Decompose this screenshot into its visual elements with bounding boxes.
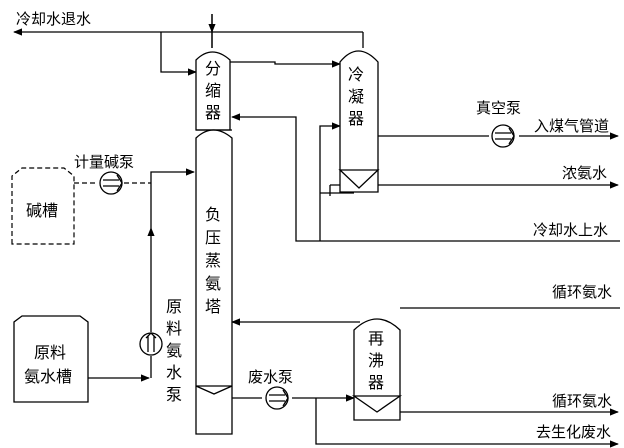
condenser-reflux-line (320, 185, 354, 196)
caustic-tank (11, 167, 75, 245)
cooling-water-return-label: 冷却水退水 (16, 10, 91, 28)
condenser-label-1: 冷 (348, 65, 364, 84)
circulating-ammonia-out-label: 循环氨水 (552, 392, 612, 410)
dephlegmator-cooling-inlet-line (160, 32, 197, 76)
column-label-4: 氨 (205, 274, 221, 293)
feed-tank-label-1: 原料 (34, 343, 66, 362)
vacuum-pump-label: 真空泵 (476, 99, 521, 117)
feed-pump-label-5: 泵 (166, 385, 182, 404)
dephlegmator-to-condenser-vapour-line (211, 32, 340, 64)
reboiler-label-2: 沸 (368, 351, 384, 370)
caustic-metering-pump-label: 计量碱泵 (74, 153, 134, 171)
dephlegmator-label-3: 器 (205, 103, 221, 122)
dephlegmator-label-1: 分 (205, 59, 221, 78)
circulating-ammonia-in-label: 循环氨水 (552, 283, 612, 301)
feed-ammonia-pump (139, 332, 163, 356)
waste-water-pump-label: 废水泵 (248, 368, 293, 386)
condenser-label-3: 器 (348, 109, 364, 128)
wastewater-to-biochem-line (315, 398, 619, 448)
feed-ammonia-tank (13, 315, 89, 403)
condenser-label-2: 凝 (348, 87, 364, 106)
vacuum-ammonia-stripping-column (195, 129, 233, 435)
cooling-water-supply-label: 冷却水上水 (533, 221, 608, 239)
column-label-5: 塔 (205, 297, 221, 316)
wastewater-label: 去生化废水 (536, 423, 611, 441)
reboiler-label-1: 再 (368, 329, 384, 348)
feed-pump-label-2: 料 (166, 319, 182, 338)
dephlegmator (195, 51, 231, 131)
feed-pump-label-4: 水 (166, 363, 182, 382)
column-label-2: 压 (205, 228, 221, 247)
feed-tank-label-2: 氨水槽 (24, 367, 72, 386)
reboiler (351, 318, 403, 421)
condenser-cooling-supply-line (319, 122, 341, 241)
concentrated-ammonia-label: 浓氨水 (562, 164, 607, 182)
waste-water-pump (265, 386, 289, 410)
vacuum-pump (491, 124, 515, 148)
caustic-tank-label: 碱槽 (26, 201, 58, 220)
column-label-3: 蒸 (205, 251, 221, 270)
column-label-1: 负 (205, 205, 221, 224)
caustic-metering-pump (99, 171, 123, 195)
dephlegmator-label-2: 缩 (205, 81, 221, 100)
reboiler-label-3: 器 (368, 373, 384, 392)
gas-pipeline-label: 入煤气管道 (534, 117, 609, 135)
feed-pump-label-3: 氨 (166, 341, 182, 360)
feed-to-column-line (150, 168, 195, 228)
feed-pump-label-1: 原 (166, 297, 182, 316)
cooling-water-supply-line (231, 113, 620, 242)
condenser (338, 50, 380, 193)
